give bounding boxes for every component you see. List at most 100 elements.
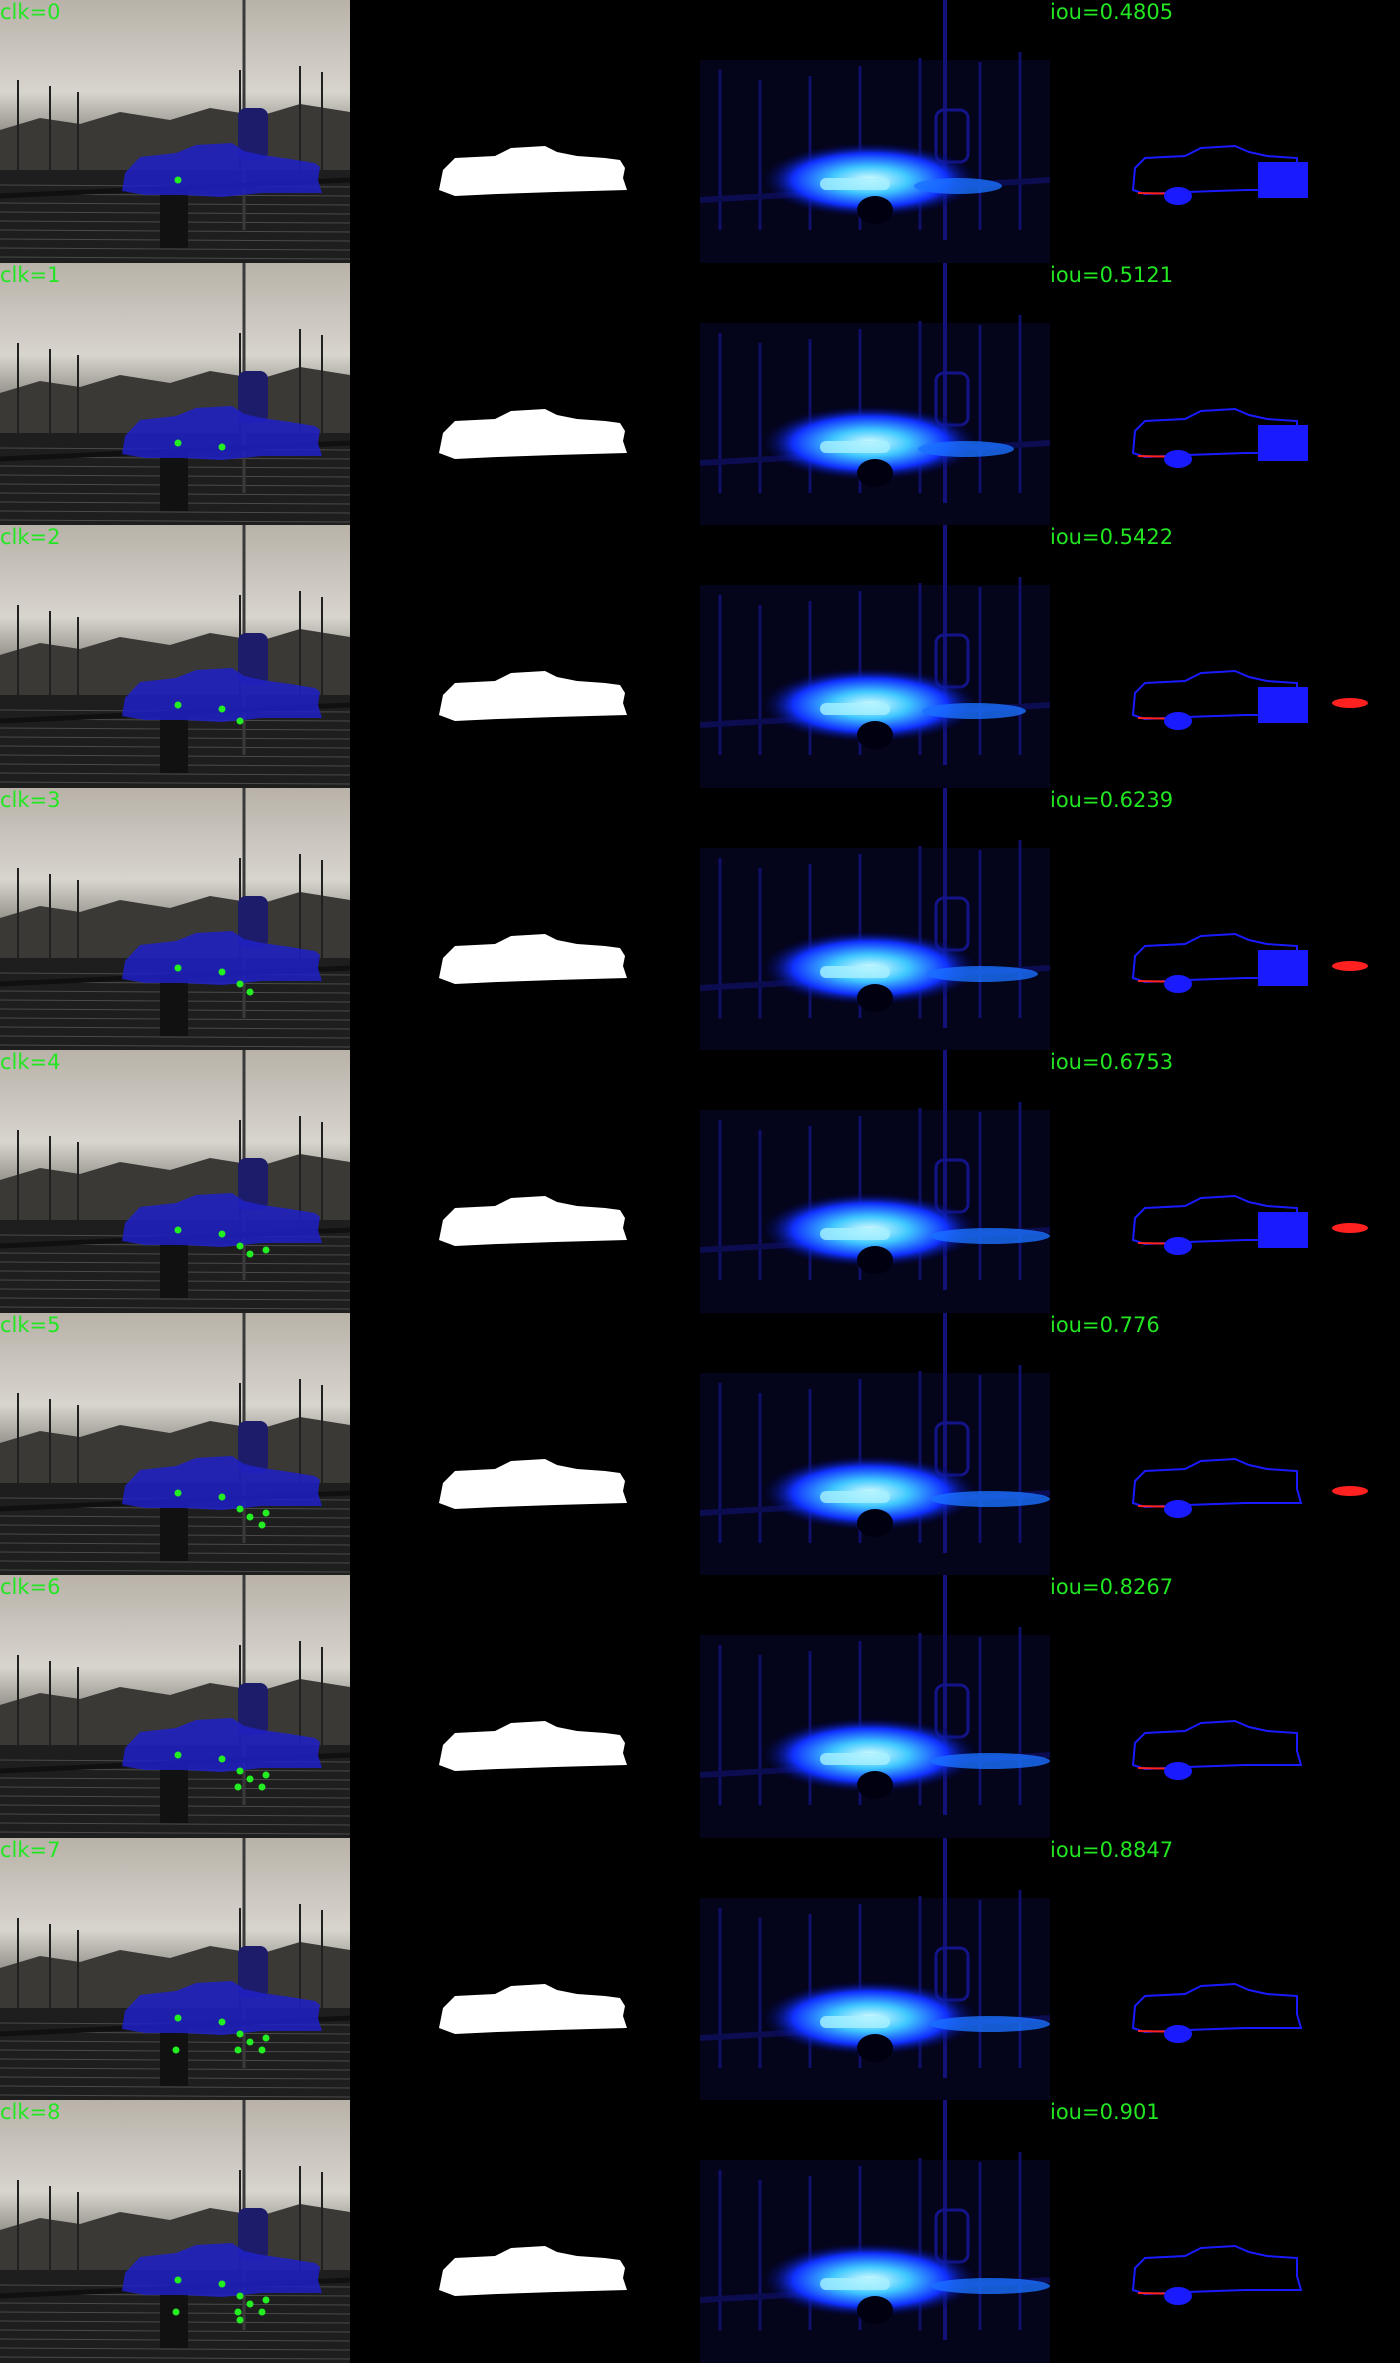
click-count-label: clk=4 bbox=[0, 1050, 61, 1074]
false-positive-region bbox=[1332, 960, 1368, 971]
click-point bbox=[218, 1230, 226, 1238]
probability-map-panel bbox=[700, 1575, 1050, 1838]
click-point bbox=[262, 1509, 270, 1516]
click-point bbox=[218, 705, 226, 713]
harbor-photo bbox=[0, 1837, 350, 2100]
ground-truth-mask-panel bbox=[350, 1837, 700, 2100]
error-map-panel: iou=0.776 bbox=[1050, 1312, 1400, 1575]
click-point bbox=[246, 1513, 254, 1520]
gt-mask-shape bbox=[439, 671, 627, 721]
gt-mask-shape bbox=[439, 1458, 627, 1509]
gt-mask-shape bbox=[439, 1721, 627, 1771]
input-image-panel: clk=7 bbox=[0, 1837, 350, 2100]
click-point bbox=[236, 717, 244, 725]
click-point bbox=[262, 2034, 270, 2041]
click-point bbox=[246, 1775, 254, 1783]
probability-map-panel bbox=[700, 0, 1050, 263]
click-point bbox=[262, 1246, 270, 1254]
segmentation-overlay bbox=[122, 930, 322, 985]
input-image-panel: clk=1 bbox=[0, 262, 350, 525]
probability-map-panel bbox=[700, 262, 1050, 525]
harbor-photo bbox=[0, 1050, 350, 1313]
false-negative-region bbox=[1258, 949, 1308, 986]
iou-label: iou=0.8267 bbox=[1050, 1575, 1174, 1599]
click-point bbox=[218, 2018, 226, 2025]
click-point bbox=[234, 2046, 242, 2053]
input-image-panel: clk=8 bbox=[0, 2100, 350, 2363]
gt-mask-shape bbox=[439, 1196, 627, 1246]
gt-mask-shape bbox=[439, 2246, 627, 2296]
click-count-label: clk=3 bbox=[0, 787, 61, 812]
input-image-panel: clk=4 bbox=[0, 1050, 350, 1313]
probability-map-panel bbox=[700, 2100, 1050, 2363]
ground-truth-mask-panel bbox=[350, 0, 700, 263]
segmentation-overlay bbox=[122, 1455, 322, 1510]
harbor-photo bbox=[0, 2100, 350, 2363]
result-row: clk=4 iou=0.6753 bbox=[0, 1050, 1400, 1313]
segmentation-overlay bbox=[122, 668, 322, 722]
error-map-panel: iou=0.6753 bbox=[1050, 1050, 1400, 1313]
input-image-panel: clk=3 bbox=[0, 787, 350, 1050]
click-point bbox=[258, 2046, 266, 2053]
click-count-label: clk=0 bbox=[0, 0, 61, 24]
probability-map-panel bbox=[700, 525, 1050, 788]
error-map-panel: iou=0.4805 bbox=[1050, 0, 1400, 263]
ground-truth-mask-panel bbox=[350, 1575, 700, 1838]
click-point bbox=[236, 2030, 244, 2037]
false-positive-region bbox=[1332, 1223, 1368, 1233]
click-count-label: clk=7 bbox=[0, 1837, 61, 1862]
segmentation-overlay bbox=[122, 2243, 322, 2297]
click-point bbox=[262, 1771, 270, 1779]
segmentation-overlay bbox=[122, 1980, 322, 2035]
iou-label: iou=0.6753 bbox=[1050, 1050, 1174, 1074]
error-map-panel: iou=0.8267 bbox=[1050, 1575, 1400, 1838]
click-point bbox=[236, 2316, 244, 2324]
input-image-panel: clk=0 bbox=[0, 0, 350, 263]
ground-truth-mask-panel bbox=[350, 262, 700, 525]
click-point bbox=[174, 701, 182, 709]
click-point bbox=[218, 968, 226, 975]
click-point bbox=[218, 1493, 226, 1500]
click-point bbox=[246, 1250, 254, 1258]
gt-mask-shape bbox=[439, 1983, 627, 2034]
false-negative-region bbox=[1258, 1212, 1308, 1248]
click-count-label: clk=1 bbox=[0, 262, 61, 287]
click-point bbox=[174, 1226, 182, 1234]
click-point bbox=[236, 980, 244, 987]
result-row: clk=1 iou=0.5121 bbox=[0, 262, 1400, 525]
harbor-photo bbox=[0, 1312, 350, 1575]
iou-label: iou=0.5121 bbox=[1050, 262, 1174, 287]
click-point bbox=[236, 1242, 244, 1250]
error-map-panel: iou=0.8847 bbox=[1050, 1837, 1400, 2100]
click-point bbox=[234, 1783, 242, 1791]
false-positive-region bbox=[1332, 698, 1368, 708]
gt-mask-shape bbox=[439, 933, 627, 984]
false-negative-region bbox=[1258, 424, 1308, 461]
click-point bbox=[174, 439, 182, 446]
probability-map-panel bbox=[700, 1312, 1050, 1575]
click-point bbox=[174, 1751, 182, 1759]
iou-label: iou=0.901 bbox=[1050, 2100, 1160, 2124]
click-point bbox=[236, 1505, 244, 1512]
iou-label: iou=0.4805 bbox=[1050, 0, 1174, 24]
click-point bbox=[236, 1767, 244, 1775]
result-row: clk=0 iou=0.4805 bbox=[0, 0, 1400, 263]
click-point bbox=[174, 2014, 182, 2021]
ground-truth-mask-panel bbox=[350, 787, 700, 1050]
probability-map-panel bbox=[700, 1837, 1050, 2100]
click-point bbox=[218, 2280, 226, 2288]
click-point bbox=[174, 964, 182, 971]
click-point bbox=[218, 1755, 226, 1763]
ground-truth-mask-panel bbox=[350, 2100, 700, 2363]
click-count-label: clk=2 bbox=[0, 525, 61, 549]
click-point bbox=[258, 1521, 266, 1528]
click-point bbox=[174, 176, 182, 184]
result-row: clk=7 iou=0.8847 bbox=[0, 1837, 1400, 2100]
iou-label: iou=0.776 bbox=[1050, 1312, 1160, 1337]
result-row: clk=8 iou=0.901 bbox=[0, 2100, 1400, 2363]
click-point bbox=[172, 2046, 180, 2053]
harbor-photo bbox=[0, 525, 350, 788]
